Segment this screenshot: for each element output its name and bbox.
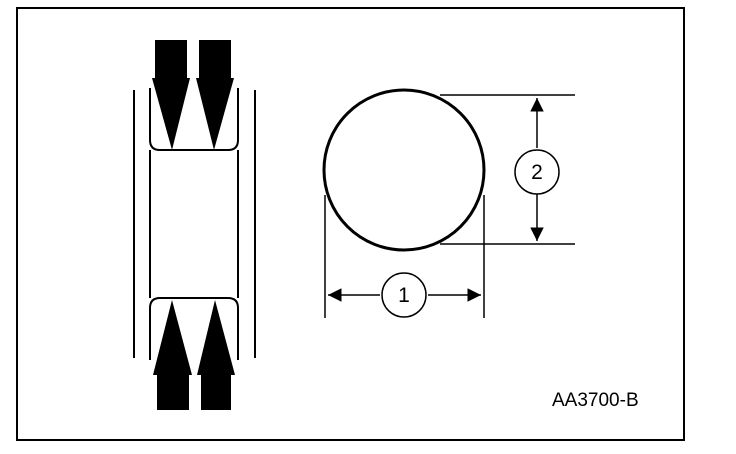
press-arrows-top — [152, 40, 234, 150]
callout-circle-2 — [514, 149, 560, 195]
callout-circle-1 — [381, 272, 427, 318]
side-view — [133, 88, 256, 360]
dimension-2: 2 — [440, 94, 575, 245]
figure-id-label: AA3700-B — [552, 390, 639, 411]
arrow-down-icon — [196, 40, 234, 150]
figure-border — [16, 7, 685, 441]
part-profile — [149, 88, 239, 360]
callout-number-1: 1 — [398, 284, 410, 307]
press-arrows-bottom — [153, 300, 235, 410]
arrow-up-icon — [197, 300, 235, 410]
round-part — [322, 88, 486, 252]
arrow-down-icon — [152, 40, 190, 150]
dimension-1: 1 — [324, 195, 485, 318]
arrow-up-icon — [153, 300, 192, 410]
callout-number-2: 2 — [531, 161, 543, 184]
